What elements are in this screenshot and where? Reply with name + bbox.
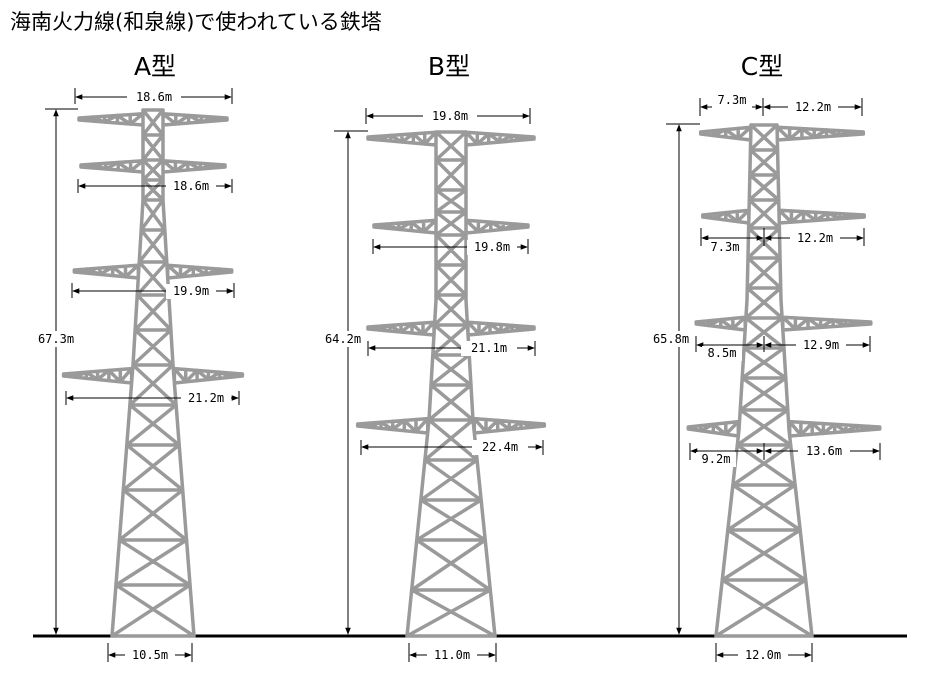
tower-c-structure [686,123,882,638]
tower-a-arm3-width: 19.9m [173,284,209,298]
tower-b-base-width: 11.0m [434,648,470,662]
tower-c-lattice [686,123,882,638]
tower-a-height-label: 67.3m [38,332,74,346]
tower-a-type-label: A型 [134,52,176,81]
tower-c-type-label: C型 [741,52,783,81]
tower-b-structure [355,130,547,638]
tower-c-arm3-left-width: 8.5m [708,346,737,360]
tower-b-dimensions: 64.2m 19.8m 19.8m 21.1m 22.4m 11.0m [320,108,544,663]
tower-c-height-label: 65.8m [653,332,689,346]
tower-b-type-label: B型 [428,52,470,81]
tower-c-arm4-left-width: 9.2m [702,452,731,466]
tower-b-arm3-width: 21.1m [471,341,507,355]
page-title: 海南火力線(和泉線)で使われている鉄塔 [10,10,382,34]
tower-a-base-width: 10.5m [132,648,168,662]
tower-c-arm1-right-width: 12.2m [795,100,831,114]
tower-b-lattice [355,130,547,638]
tower-a-structure [61,108,245,638]
tower-a-arm4-width: 21.2m [188,391,224,405]
tower-b-arm4-width: 22.4m [482,440,518,454]
tower-a-lattice [61,108,245,638]
tower-c-arm4-right-width: 13.6m [806,444,842,458]
tower-c-dimensions: 65.8m 7.3m 12.2m 7.3m 12.2m 8.5m 12.9m 9… [648,93,881,663]
tower-c-arm3-right-width: 12.9m [803,338,839,352]
tower-b-arm2-width: 19.8m [474,240,510,254]
tower-a-arm1-width: 18.6m [136,90,172,104]
tower-c-arm2-left-width: 7.3m [711,240,740,254]
tower-a-arm2-width: 18.6m [173,179,209,193]
tower-b-arm1-width: 19.8m [432,109,468,123]
tower-a-dimensions: 67.3m 18.6m 18.6m 19.9m 21.2m 10.5m [34,88,240,663]
tower-c-arm2-right-width: 12.2m [797,231,833,245]
tower-b-height-label: 64.2m [325,332,361,346]
tower-c-arm1-left-width: 7.3m [718,93,747,107]
tower-c-base-width: 12.0m [745,648,781,662]
